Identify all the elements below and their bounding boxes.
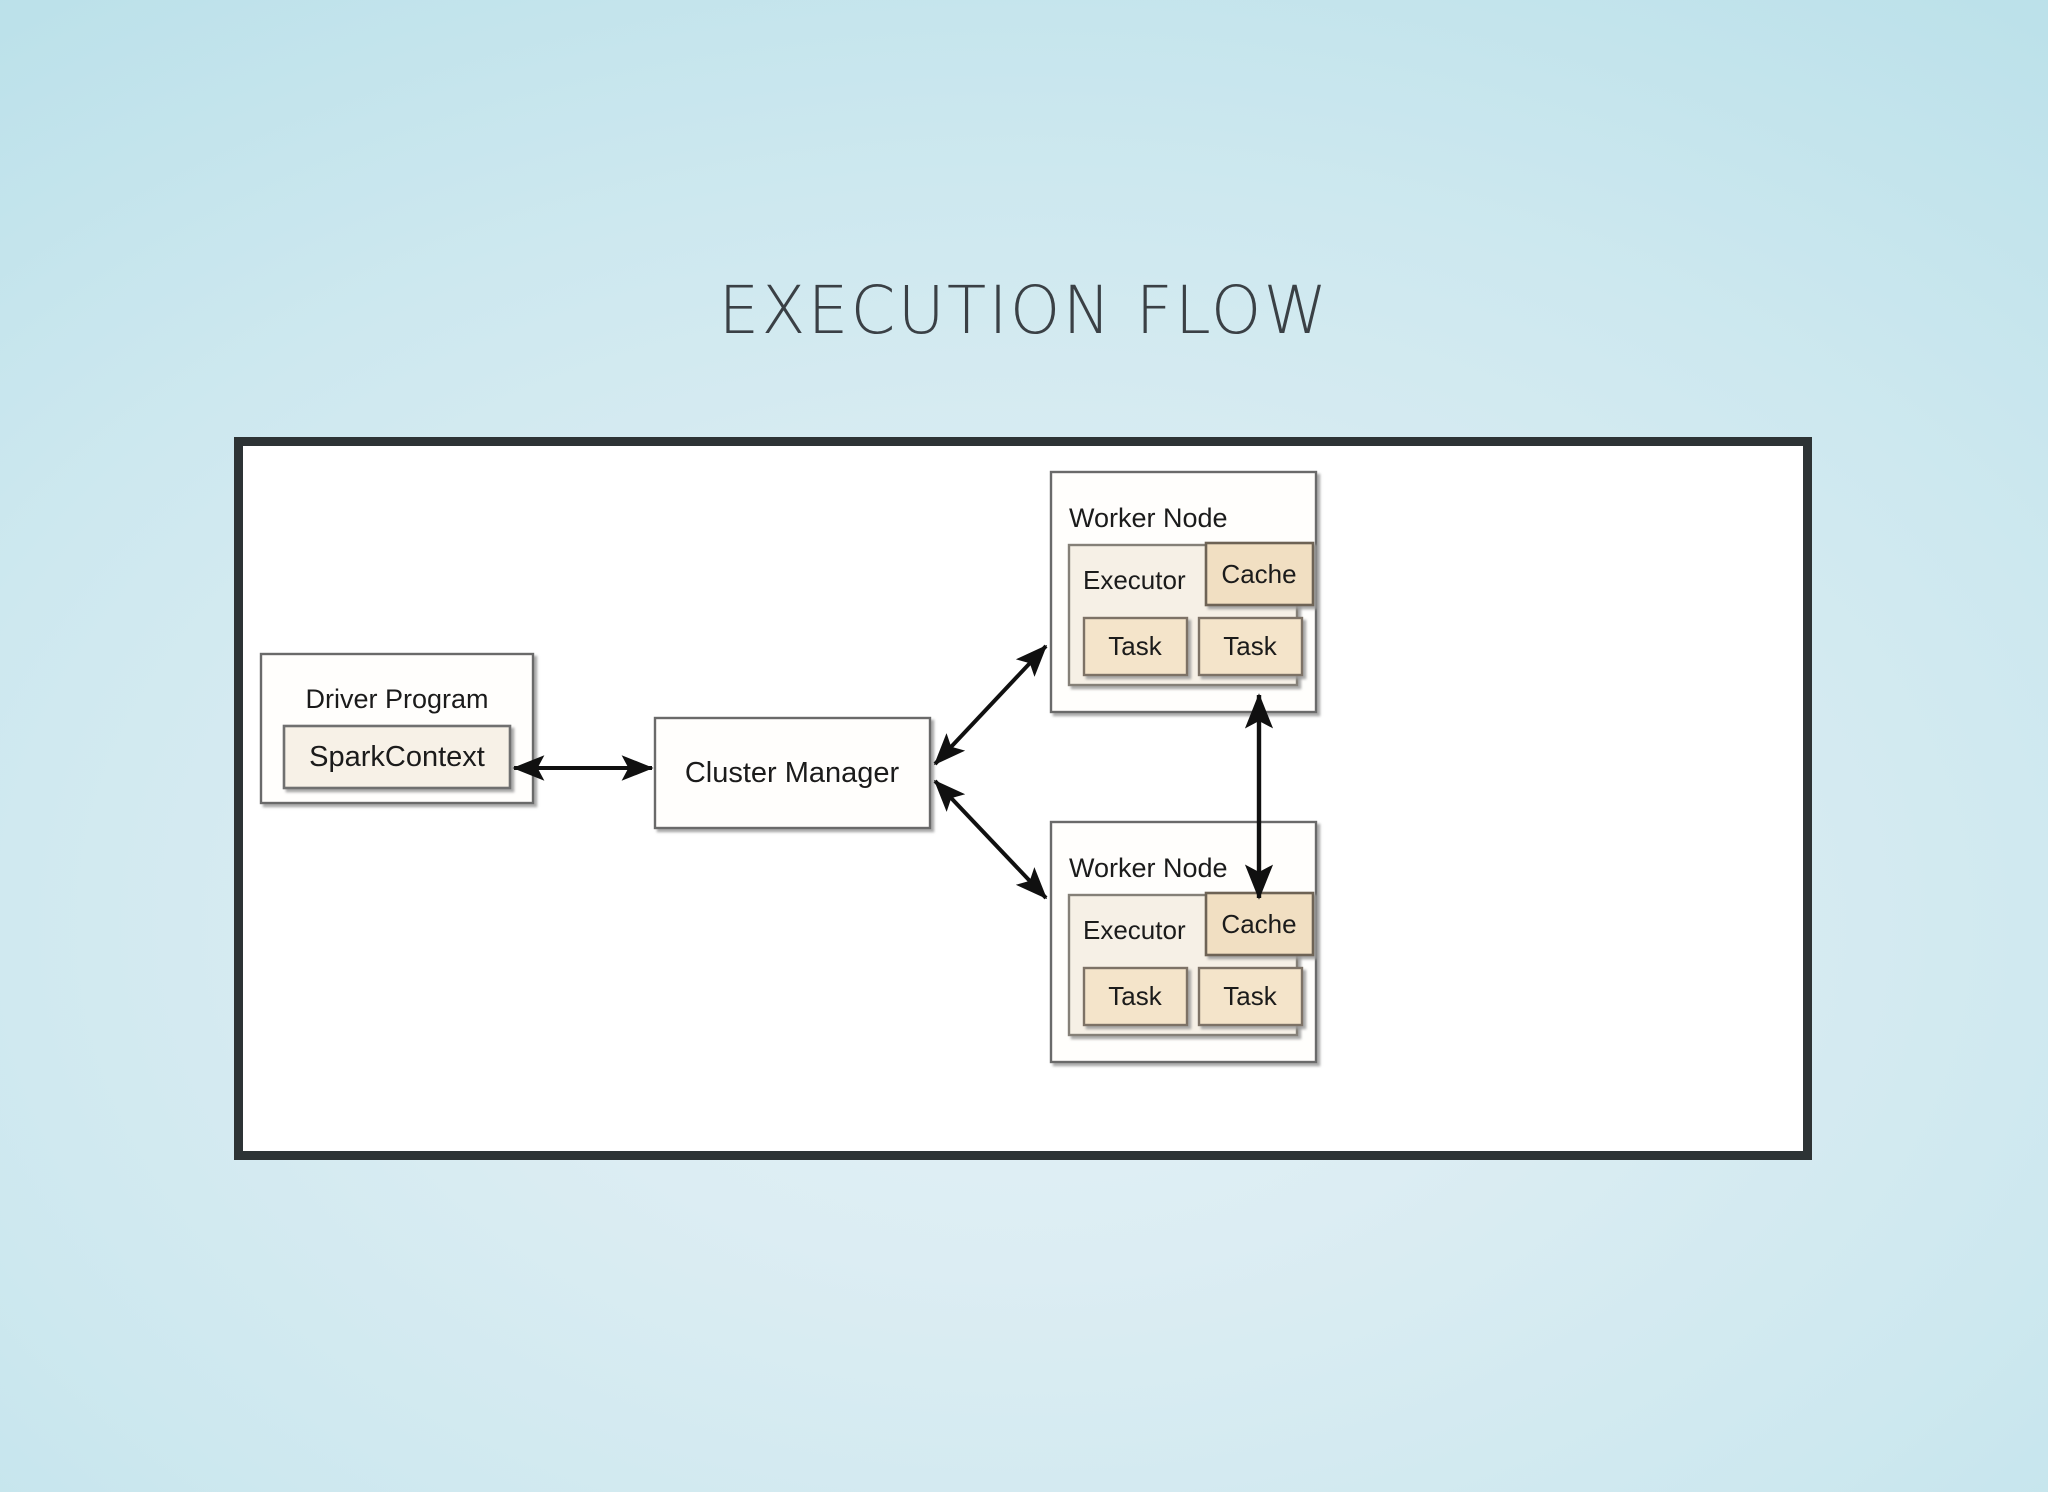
task-bottom-2-rect	[1197, 966, 1304, 1027]
task-top-2-rect	[1197, 616, 1304, 677]
executor-top-label: Executor	[1083, 565, 1186, 595]
task-top-1-label: Task	[1108, 631, 1162, 661]
task-bottom-1-rect	[1082, 966, 1189, 1027]
task-top-2[interactable]: Task	[1197, 616, 1304, 677]
cluster-manager-label: Cluster Manager	[685, 757, 900, 789]
executor-bottom-label: Executor	[1083, 915, 1186, 945]
task-top-2-label: Task	[1223, 631, 1277, 661]
worker-node-top-title: Worker Node	[1069, 503, 1228, 533]
task-bottom-1[interactable]: Task	[1082, 966, 1189, 1027]
cluster-manager-rect	[653, 716, 932, 830]
task-bottom-2-label: Task	[1223, 981, 1277, 1011]
cluster-manager-box[interactable]: Cluster Manager	[653, 716, 932, 830]
worker-node-bottom[interactable]: Worker Node Executor Cache Task Task	[1049, 820, 1318, 1064]
cache-top[interactable]: Cache	[1204, 541, 1315, 607]
connector-cluster-manager-worker-bottom	[933, 779, 1048, 900]
task-bottom-1-label: Task	[1108, 981, 1162, 1011]
cache-top-rect	[1204, 541, 1315, 607]
driver-program-title: Driver Program	[305, 684, 488, 714]
task-top-1-rect	[1082, 616, 1189, 677]
connector-cluster-manager-worker-top	[933, 644, 1048, 766]
worker-node-top[interactable]: Worker Node Executor Cache Task	[1049, 470, 1318, 714]
cache-bottom-label: Cache	[1221, 909, 1296, 939]
diagram-panel: Driver Program SparkContext Cluster Mana…	[234, 437, 1812, 1160]
sparkcontext-label: SparkContext	[309, 741, 485, 773]
cache-bottom-rect	[1204, 891, 1315, 957]
sparkcontext-rect	[282, 724, 512, 790]
task-bottom-2[interactable]: Task	[1197, 966, 1304, 1027]
execution-flow-diagram: Driver Program SparkContext Cluster Mana…	[259, 470, 1318, 1064]
cache-top-label: Cache	[1221, 559, 1296, 589]
cache-bottom[interactable]: Cache	[1204, 891, 1315, 957]
worker-node-bottom-title: Worker Node	[1069, 853, 1228, 883]
task-top-1[interactable]: Task	[1082, 616, 1189, 677]
sparkcontext-box[interactable]: SparkContext	[282, 724, 512, 790]
page-title: EXECUTION FLOW	[718, 272, 1330, 349]
driver-program-box[interactable]: Driver Program SparkContext	[259, 652, 535, 805]
